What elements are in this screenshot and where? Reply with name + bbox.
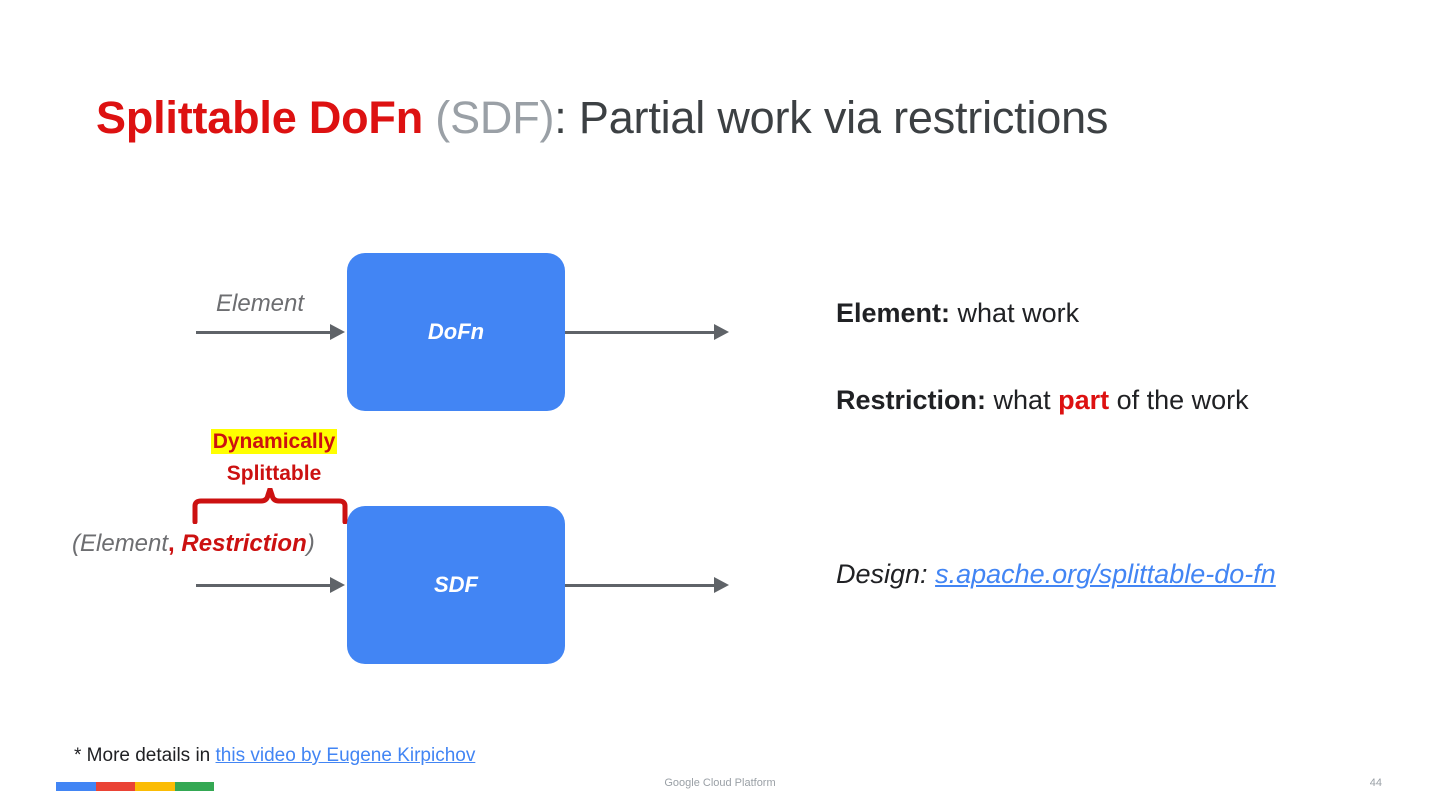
explanation-restriction-desc-pre: what	[986, 385, 1059, 415]
explanation-element-term: Element:	[836, 298, 951, 328]
footer-brand: Google Cloud Platform	[664, 777, 776, 789]
explanation-list: Element: what work Restriction: what par…	[836, 296, 1436, 591]
explanation-restriction-emphasis: part	[1058, 385, 1110, 415]
color-bar-green	[174, 782, 214, 791]
label-element-input: Element	[216, 290, 305, 317]
explanation-element: Element: what work	[836, 296, 1436, 330]
color-bar-yellow	[135, 782, 175, 791]
dynamically-splittable-callout: Dynamically Splittable	[150, 426, 398, 490]
footnote-prefix: * More details in	[74, 745, 216, 766]
arrow-input-dofn-line	[196, 331, 334, 334]
explanation-element-desc: what work	[950, 298, 1080, 328]
arrow-output-dofn-line	[565, 331, 717, 334]
arrow-input-sdf-head	[330, 577, 345, 593]
dofn-box-label: DoFn	[427, 319, 485, 344]
slide-number: 44	[1369, 777, 1382, 789]
page-title: Splittable DoFn (SDF): Partial work via …	[96, 88, 1386, 148]
explanation-restriction: Restriction: what part of the work	[836, 383, 1436, 417]
title-part-red: Splittable DoFn	[96, 92, 423, 143]
callout-line-2: Splittable	[226, 462, 322, 485]
title-part-dark: : Partial work via restrictions	[554, 92, 1109, 143]
color-bar-blue	[56, 782, 96, 791]
tuple-element-label: Element	[80, 530, 169, 557]
callout-line-1: Dynamically	[150, 426, 398, 458]
sdf-diagram: Element DoFn Dynamically Splittable (Ele…	[72, 253, 729, 664]
callout-highlight: Dynamically	[210, 429, 338, 454]
tuple-element-restriction: (Element, Restriction)	[72, 530, 315, 558]
explanation-restriction-desc-post: of the work	[1109, 385, 1249, 415]
design-doc-link[interactable]: s.apache.org/splittable-do-fn	[935, 559, 1276, 589]
color-bar-red	[95, 782, 135, 791]
tuple-restriction-label: Restriction	[181, 530, 307, 557]
sdf-box[interactable]: SDF	[347, 506, 565, 664]
arrow-input-dofn-head	[330, 324, 345, 340]
arrow-output-sdf-head	[714, 577, 729, 593]
footnote-video-link[interactable]: this video by Eugene Kirpichov	[215, 745, 476, 766]
explanation-design: Design: s.apache.org/splittable-do-fn	[836, 557, 1436, 591]
tuple-comma: ,	[168, 530, 175, 557]
explanation-design-label: Design:	[836, 559, 936, 589]
dofn-box[interactable]: DoFn	[347, 253, 565, 411]
tuple-close-paren: )	[306, 530, 315, 557]
footnote: * More details in this video by Eugene K…	[74, 745, 475, 767]
explanation-restriction-term: Restriction:	[836, 385, 987, 415]
title-part-grey: (SDF)	[423, 92, 555, 143]
tuple-open-paren: (	[72, 530, 80, 557]
google-color-bar	[56, 782, 214, 791]
sdf-box-label: SDF	[434, 572, 478, 597]
curly-brace-icon	[192, 488, 348, 524]
arrow-output-dofn-head	[714, 324, 729, 340]
arrow-input-sdf-line	[196, 584, 334, 587]
arrow-output-sdf-line	[565, 584, 717, 587]
